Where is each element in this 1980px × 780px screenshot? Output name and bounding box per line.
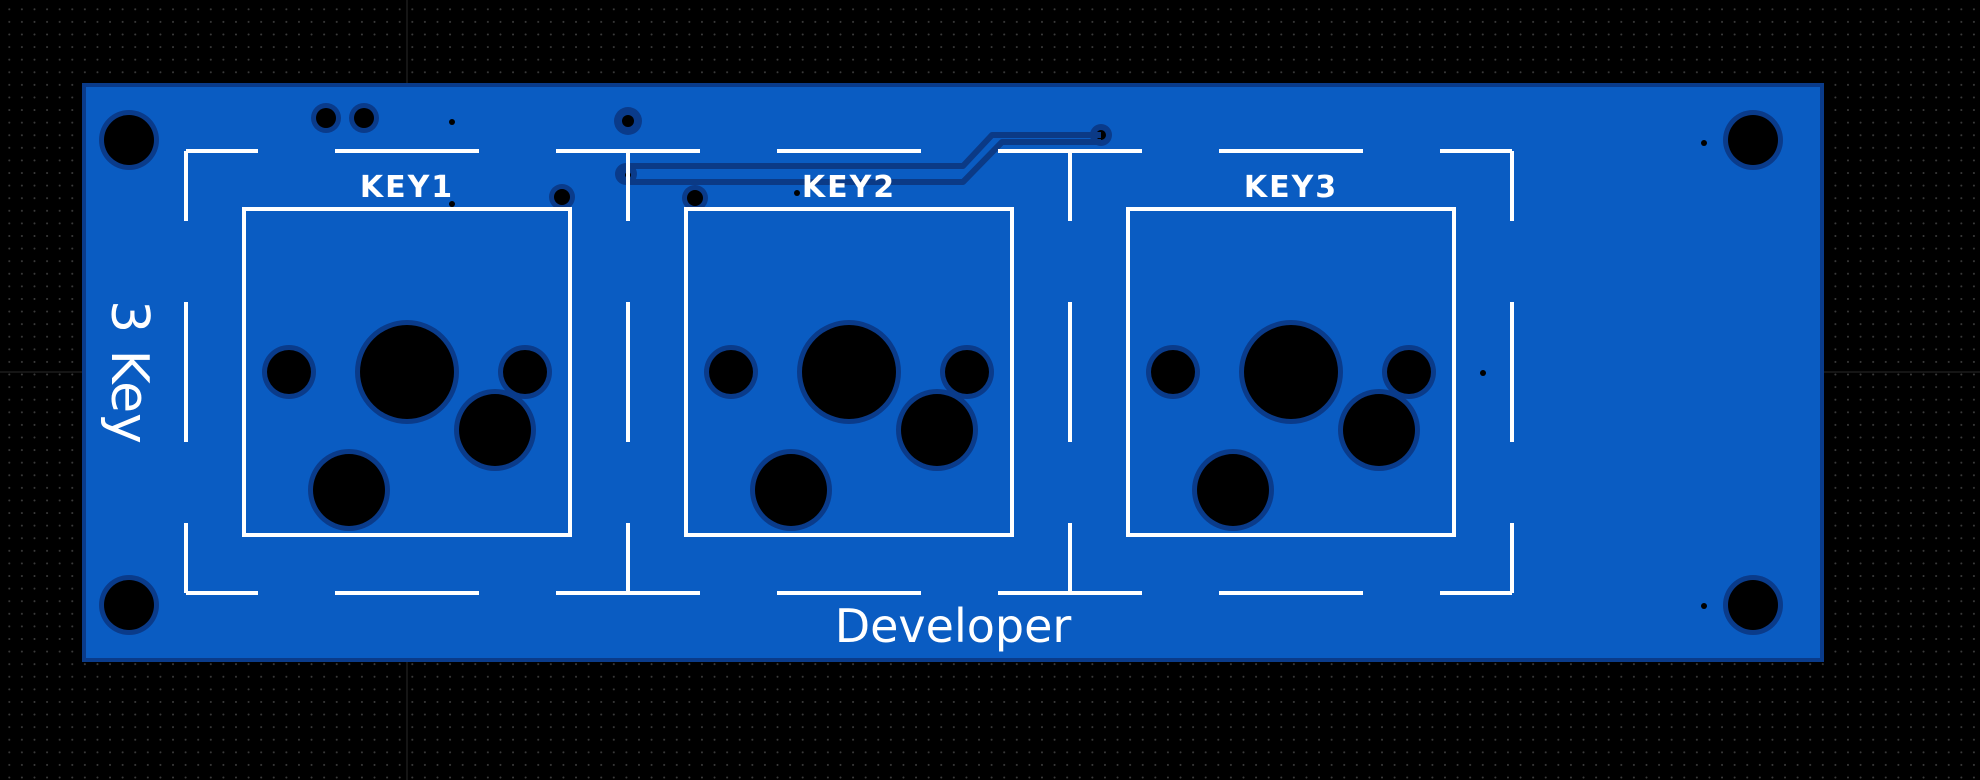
top-vias xyxy=(311,103,1707,609)
key3-right-peg-hole xyxy=(1387,350,1431,394)
key1-pin2-hole xyxy=(313,454,385,526)
key3-pin1-hole xyxy=(1343,394,1415,466)
key3-switch xyxy=(1068,149,1514,595)
key2-label: KEY2 xyxy=(802,170,896,205)
mounting-holes xyxy=(99,110,1783,635)
key1-pin1-hole xyxy=(459,394,531,466)
via-dot-7 xyxy=(1480,370,1486,376)
board-title: 3 Key xyxy=(99,300,159,444)
key1-switch xyxy=(184,149,630,595)
key1-center-hole xyxy=(360,325,454,419)
key3-center-hole xyxy=(1244,325,1338,419)
copper-traces xyxy=(626,132,1101,185)
via-drill-2 xyxy=(354,108,374,128)
mounting-hole-bottom-right-drill xyxy=(1728,580,1778,630)
switch-footprints xyxy=(184,149,1514,595)
key3-left-peg-hole xyxy=(1151,350,1195,394)
key2-switch-outline xyxy=(684,207,1014,537)
mounting-hole-top-left-drill xyxy=(104,115,154,165)
via-drill-5 xyxy=(687,190,703,206)
trace-1 xyxy=(626,132,1101,169)
via-drill-3 xyxy=(622,115,634,127)
via-dot-2 xyxy=(449,201,455,207)
via-dot-5 xyxy=(1701,140,1707,146)
mounting-hole-top-right-drill xyxy=(1728,115,1778,165)
key2-center-hole xyxy=(802,325,896,419)
key1-left-peg-hole xyxy=(267,350,311,394)
via-dot-1 xyxy=(449,119,455,125)
mounting-hole-bottom-left-drill xyxy=(104,580,154,630)
key2-pin2-hole xyxy=(755,454,827,526)
key2-left-peg-hole xyxy=(709,350,753,394)
key3-switch-outline xyxy=(1126,207,1456,537)
via-dot-4 xyxy=(794,190,800,196)
key1-right-peg-hole xyxy=(503,350,547,394)
developer-label: Developer xyxy=(835,599,1072,653)
key2-pin1-hole xyxy=(901,394,973,466)
via-drill-1 xyxy=(316,108,336,128)
key1-label: KEY1 xyxy=(360,170,454,205)
key1-switch-outline xyxy=(242,207,572,537)
via-dot-6 xyxy=(1701,603,1707,609)
via-drill-4 xyxy=(554,189,570,205)
key3-pin2-hole xyxy=(1197,454,1269,526)
key2-right-peg-hole xyxy=(945,350,989,394)
trace-2 xyxy=(626,139,1101,185)
key2-switch xyxy=(626,149,1072,595)
key3-label: KEY3 xyxy=(1244,170,1338,205)
